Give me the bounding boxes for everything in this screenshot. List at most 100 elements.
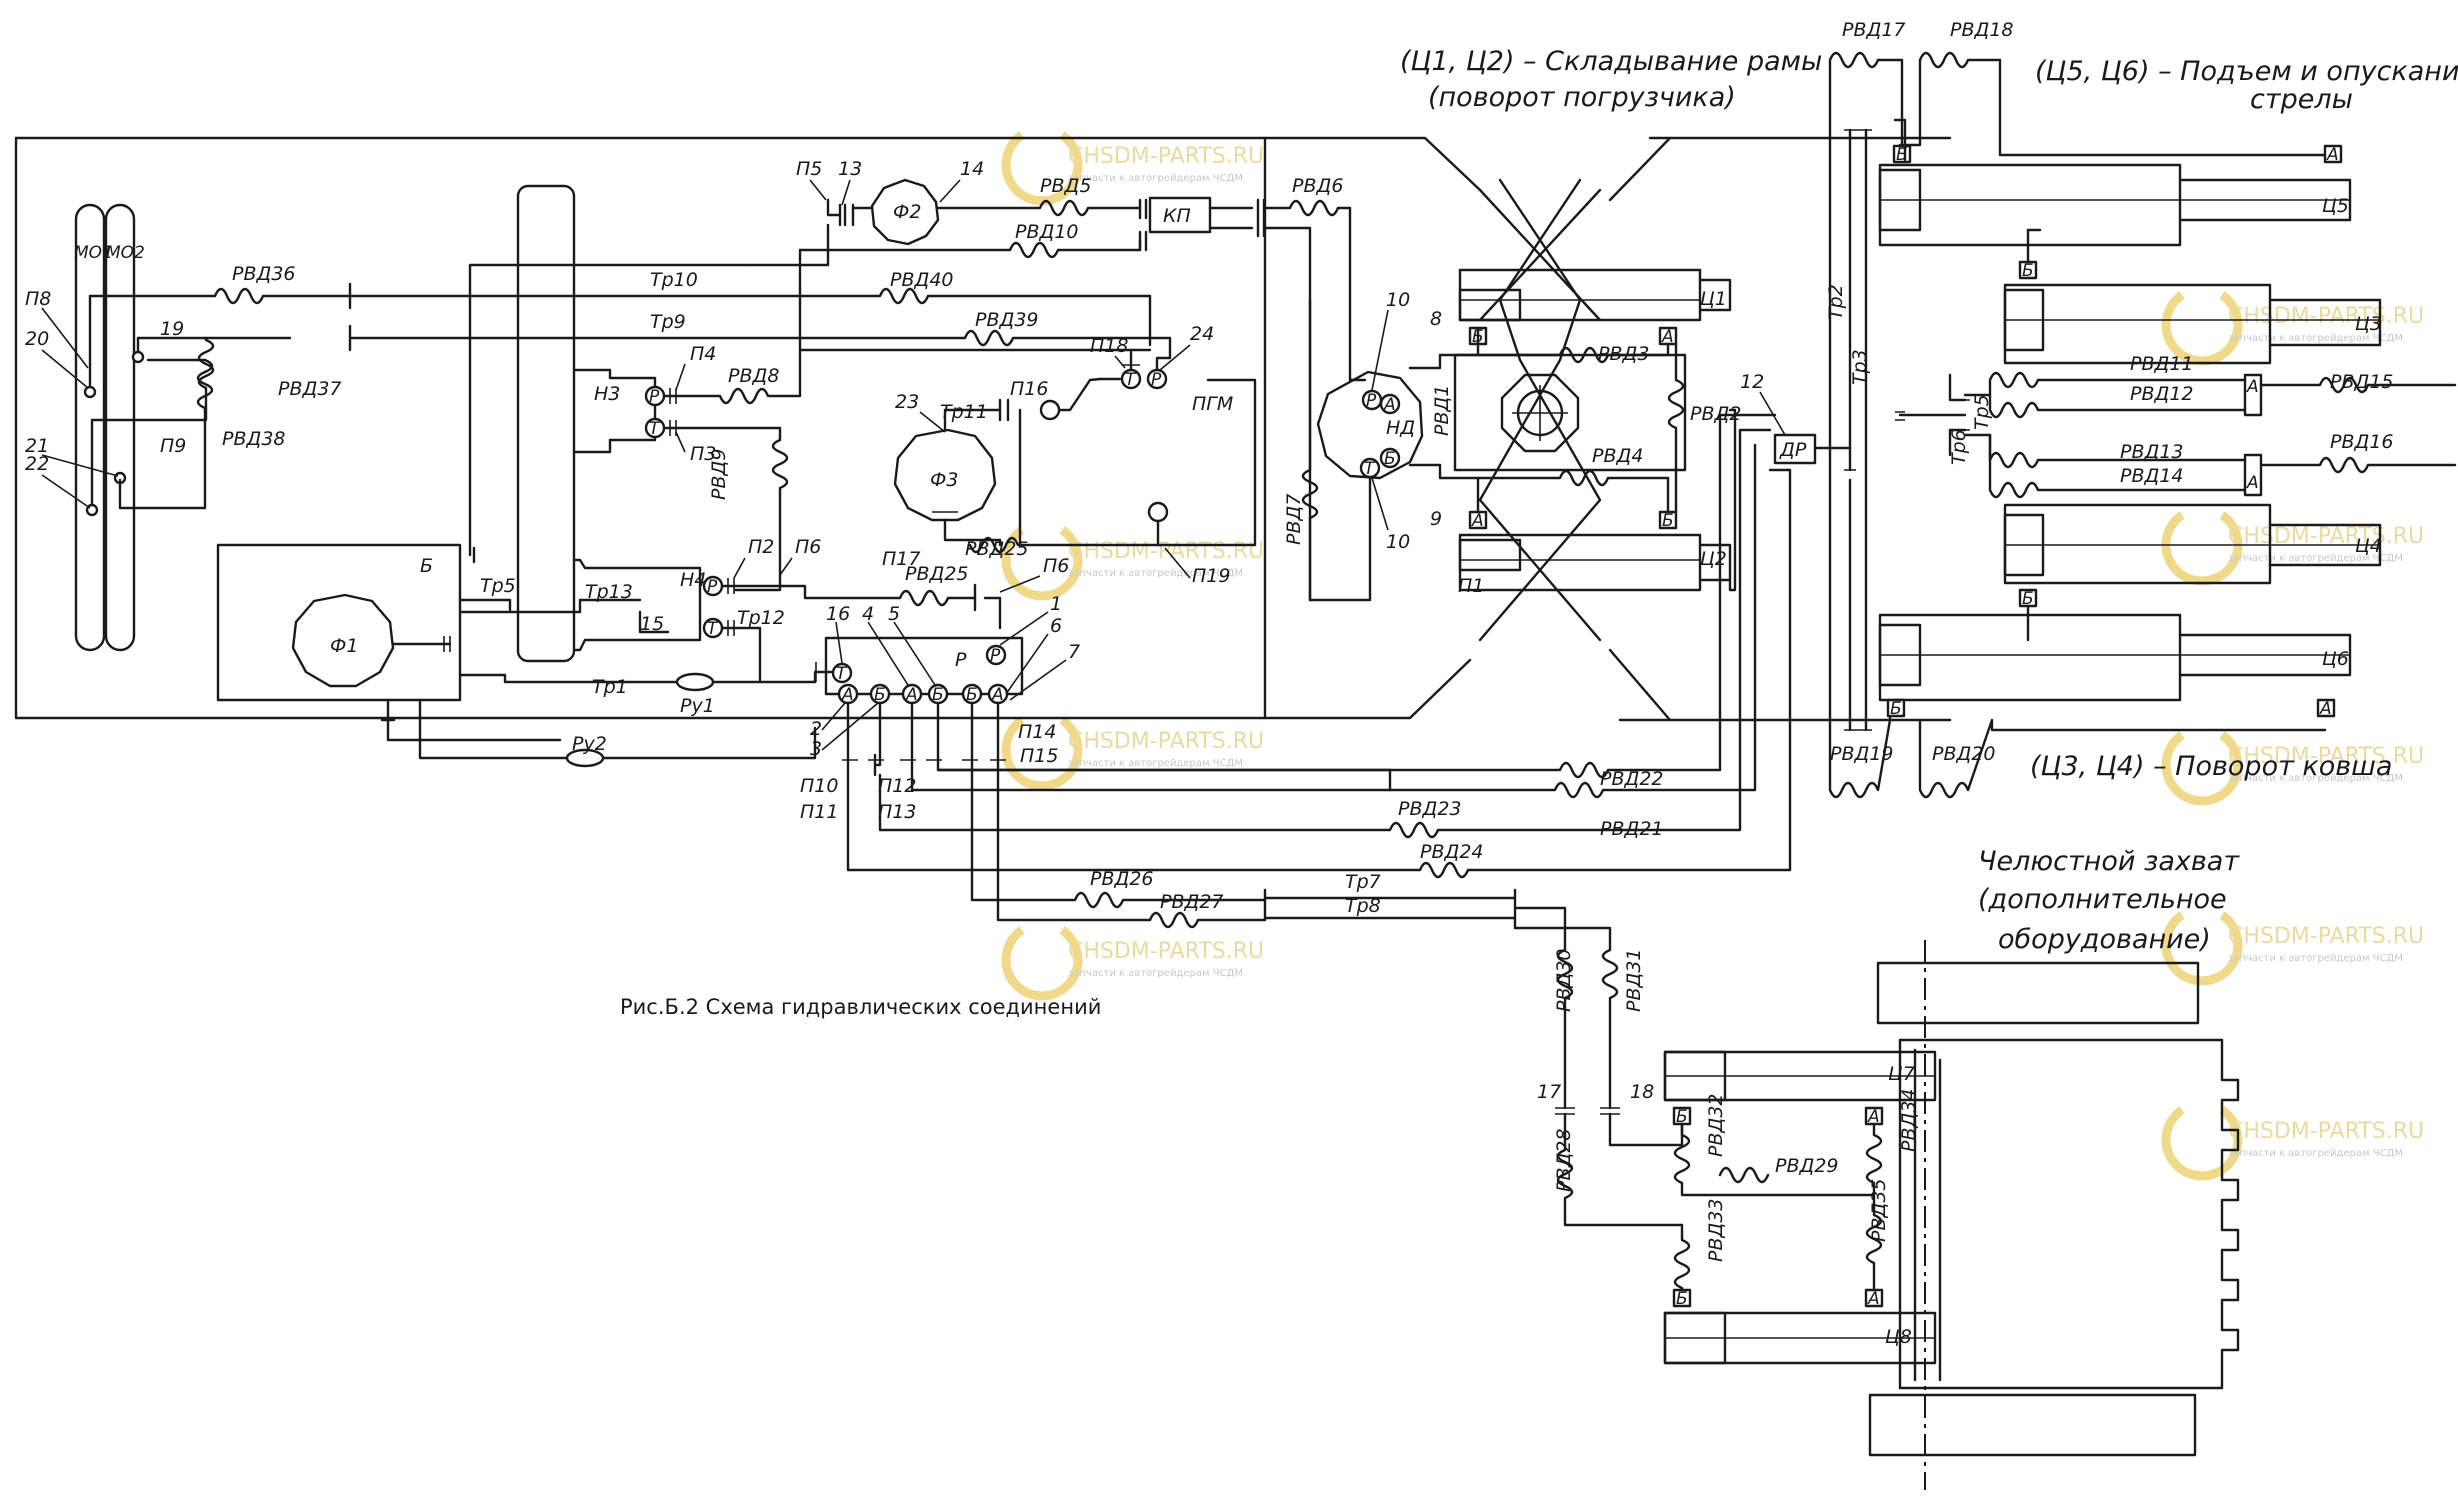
svg-text:П16: П16 [1010,378,1048,400]
svg-text:А: А [1867,1107,1880,1127]
figure-caption: Рис.Б.2 Схема гидравлических соединений [620,995,1101,1019]
svg-text:10: 10 [1386,531,1410,553]
svg-text:21: 21 [25,435,49,457]
svg-text:Тр10: Тр10 [650,269,698,291]
svg-text:(поворот погрузчика): (поворот погрузчика) [1428,82,1736,113]
svg-text:Р: Р [990,646,1001,666]
svg-text:РВД10: РВД10 [1015,221,1079,243]
svg-text:Ц4: Ц4 [2355,535,2382,557]
articulation-joint [1453,178,1687,642]
svg-text:Б: Б [1384,449,1396,469]
valve-kp: КП [1138,196,1266,252]
svg-text:8: 8 [1430,308,1442,330]
svg-text:Тр8: Тр8 [1345,895,1381,917]
filter-f3: Ф3 23 Тр11 П16 П17 РВД25 [882,378,1061,570]
svg-text:РВД30: РВД30 [1553,948,1575,1012]
svg-text:CHSDM-PARTS.RU: CHSDM-PARTS.RU [1068,729,1264,754]
svg-text:П12: П12 [878,775,916,797]
svg-text:16: 16 [826,603,850,625]
svg-text:Т: Т [1364,459,1376,479]
svg-text:Р: Р [707,577,718,597]
hose-rvd6: РВД6 [1262,175,1367,602]
cylinder-c8: Ц8 Б А [1663,1288,1937,1365]
hose-rvd36: РВД36 [88,263,352,387]
svg-text:Тр13: Тр13 [585,581,633,603]
hose-rvd17: РВД17 [1828,19,1906,722]
svg-text:А: А [2246,377,2259,397]
joint-ru2: Ру2 [418,698,817,768]
svg-text:А: А [1471,511,1484,531]
hose-rvd20: РВД20 [1918,718,2327,799]
svg-text:10: 10 [1386,289,1410,311]
svg-text:Тр6: Тр6 [1948,429,1970,465]
svg-text:П3: П3 [690,443,716,465]
hose-rvd37: РВД37 [90,336,342,507]
svg-text:Ц7: Ц7 [1888,1063,1915,1085]
cylinder-c3: Ц3 Б [2003,260,2382,365]
svg-text:РВД20: РВД20 [1932,743,1996,765]
svg-text:Б: Б [1662,511,1674,531]
svg-text:запчасти к автогрейдерам ЧСДМ: запчасти к автогрейдерам ЧСДМ [2228,953,2403,964]
hose-rvd7: РВД7 [1283,298,1319,602]
svg-text:РВД18: РВД18 [1950,19,2014,41]
svg-text:А: А [2246,473,2259,493]
svg-text:РВД24: РВД24 [1420,841,1484,863]
watermark: CHSDM-PARTS.RU запчасти к автогрейдерам … [1001,926,1264,1001]
svg-text:Тр1: Тр1 [592,676,628,698]
svg-text:РВД31: РВД31 [1623,948,1645,1012]
svg-text:Тр3: Тр3 [1849,349,1871,385]
svg-text:Ру1: Ру1 [680,695,715,717]
svg-text:А: А [1383,395,1396,415]
joint-ru1: Ру1 Тр1 [498,672,817,717]
watermark: CHSDM-PARTS.RU запчасти к автогрейдерам … [1001,526,1264,601]
valve-nd: Р А НД Б Т 10 10 8 9 РВД1 [1308,289,1453,602]
svg-text:CHSDM-PARTS.RU: CHSDM-PARTS.RU [2228,744,2424,769]
svg-text:(Ц5, Ц6) – Подъем и опускание: (Ц5, Ц6) – Подъем и опускание [2035,56,2458,87]
svg-text:А: А [991,685,1004,705]
svg-text:22: 22 [25,453,49,475]
svg-text:Б: Б [1676,1289,1688,1309]
svg-text:РВД5: РВД5 [1040,175,1091,197]
svg-text:П11: П11 [800,801,838,823]
svg-text:CHSDM-PARTS.RU: CHSDM-PARTS.RU [1068,939,1264,964]
distributor-r: Р Т Р А Б А Б Б А 16 4 5 1 6 7 2 3 [810,593,1080,760]
valve-pgm: ПГМ Т Р П18 24 П19 [1018,323,1257,587]
svg-text:Тр11: Тр11 [940,401,988,423]
svg-text:Р: Р [1151,370,1162,390]
svg-text:РВД6: РВД6 [1292,175,1343,197]
hose-rvd4: РВД4 [1408,445,1670,514]
svg-text:CHSDM-PARTS.RU: CHSDM-PARTS.RU [2228,1119,2424,1144]
svg-text:А: А [2319,699,2332,719]
svg-text:РВД16: РВД16 [2330,431,2394,453]
svg-text:Р: Р [649,387,660,407]
svg-text:запчасти к автогрейдерам ЧСДМ: запчасти к автогрейдерам ЧСДМ [2228,773,2403,784]
svg-text:15: 15 [640,613,664,635]
cylinder-c4: Ц4 Б [2003,503,2382,609]
pipe-tr12 [733,626,762,684]
jaw-hoses: РВД30 РВД31 17 18 РВД28 РВД32 РВД29 РВД3… [1513,906,1920,1292]
svg-text:РВД32: РВД32 [1705,1093,1727,1157]
watermark: CHSDM-PARTS.RU запчасти к автогрейдерам … [2161,911,2424,986]
svg-text:14: 14 [960,158,984,180]
svg-text:КП: КП [1163,205,1191,227]
cylinder-c5: Ц5 Б А [1878,144,2352,247]
svg-text:(дополнительное: (дополнительное [1978,884,2227,915]
svg-text:Р: Р [955,649,967,671]
jaw-titles: Челюстной захват (дополнительное оборудо… [1978,846,2240,955]
svg-text:9: 9 [1430,508,1442,530]
svg-text:РВД8: РВД8 [728,365,779,387]
svg-text:П15: П15 [1020,745,1058,767]
watermark: CHSDM-PARTS.RU запчасти к автогрейдерам … [1001,716,1264,791]
center-right-links [1608,136,1737,722]
svg-text:23: 23 [895,391,919,413]
svg-text:РВД29: РВД29 [1775,1155,1839,1177]
svg-text:П4: П4 [690,343,716,365]
svg-text:РВД22: РВД22 [1600,768,1664,790]
svg-text:А: А [905,685,918,705]
svg-text:Ф1: Ф1 [330,635,358,657]
svg-text:Б: Б [966,685,978,705]
watermark: CHSDM-PARTS.RU запчасти к автогрейдерам … [2161,291,2424,366]
svg-text:17: 17 [1537,1081,1561,1103]
svg-text:РВД12: РВД12 [2130,383,2194,405]
